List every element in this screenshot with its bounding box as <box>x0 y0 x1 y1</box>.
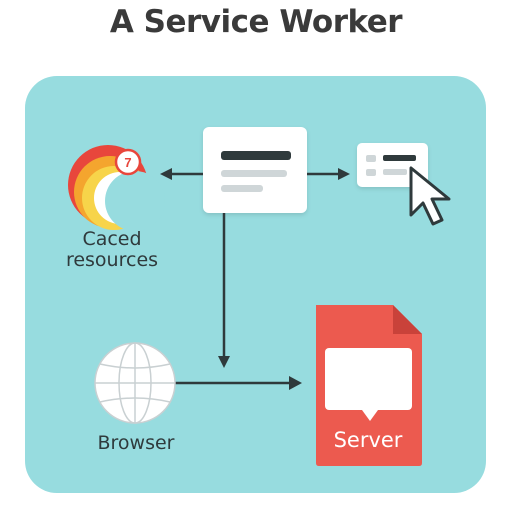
arrow-down <box>218 213 230 368</box>
browser-label: Browser <box>97 432 175 454</box>
arrow-to-server <box>175 376 302 390</box>
cache-label-line2: resources <box>65 249 159 271</box>
cache-label-line1: Caced <box>82 228 142 250</box>
cursor-icon <box>409 166 451 226</box>
server-label: Server <box>333 428 403 452</box>
page-card-lines <box>366 155 416 176</box>
service-worker-card-lines <box>221 151 291 192</box>
globe-icon <box>94 342 176 424</box>
arrow-to-page <box>307 168 350 180</box>
cache-icon: 7 <box>68 145 165 231</box>
arrow-to-cache <box>160 168 203 180</box>
diagram-title: A Service Worker <box>109 4 403 40</box>
server-document-icon <box>316 305 422 466</box>
cache-badge: 7 <box>124 155 131 170</box>
